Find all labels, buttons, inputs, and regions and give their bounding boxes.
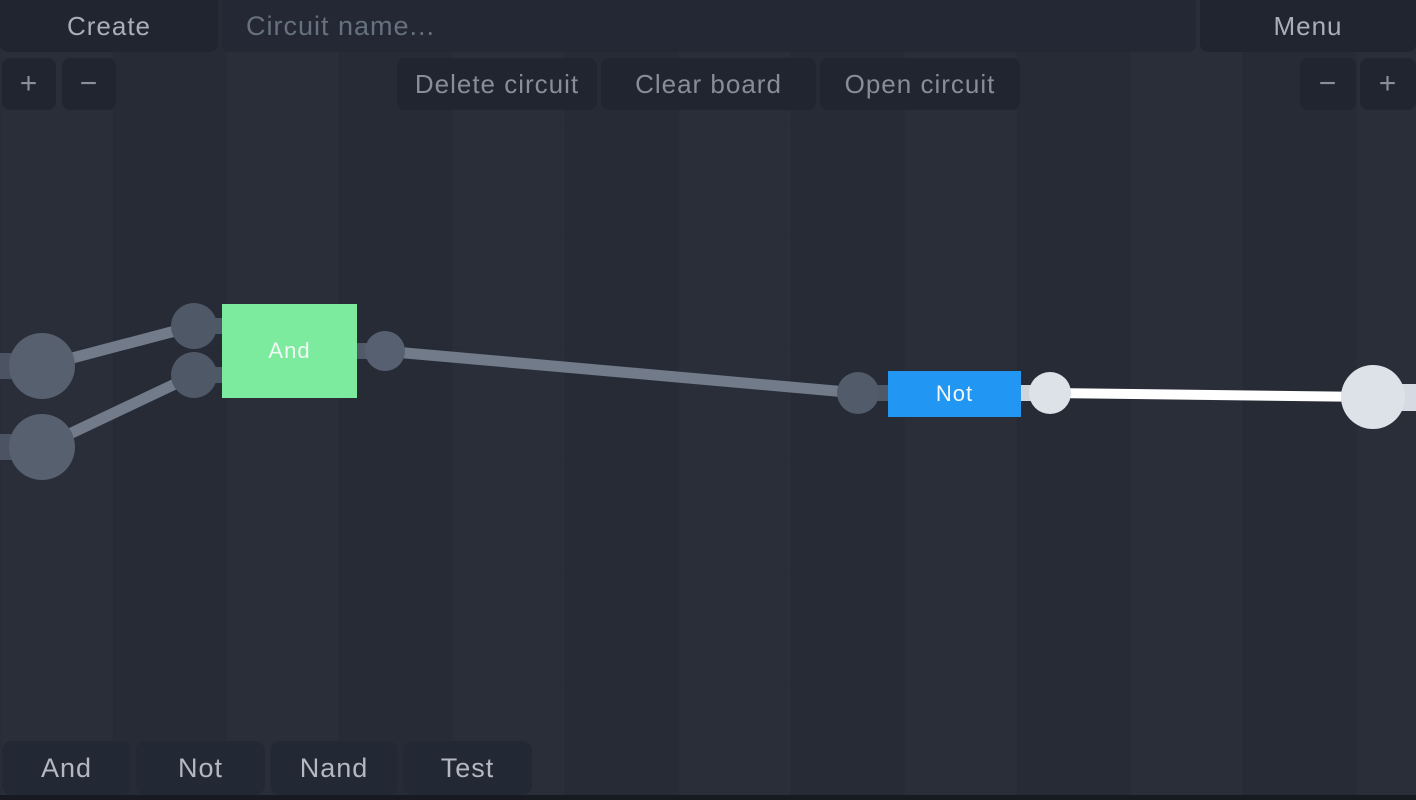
input-switch-2[interactable] — [9, 414, 75, 480]
gate-and[interactable]: And — [222, 304, 357, 398]
gate-not-label: Not — [935, 381, 974, 406]
open-circuit-button[interactable]: Open circuit — [820, 58, 1020, 110]
and-output-node[interactable] — [365, 331, 405, 371]
circuit-name-input[interactable] — [222, 0, 1196, 52]
menu-button[interactable]: Menu — [1200, 0, 1416, 52]
and-input-node-a[interactable] — [171, 303, 217, 349]
gate-not[interactable]: Not — [888, 371, 1021, 417]
create-button[interactable]: Create — [0, 0, 218, 52]
and-input-node-b[interactable] — [171, 352, 217, 398]
gate-and-label: And — [268, 338, 311, 363]
input-switch-1[interactable] — [9, 333, 75, 399]
palette-item-nand[interactable]: Nand — [270, 741, 398, 795]
zoom-out-button-right[interactable]: − — [1300, 58, 1356, 110]
not-output-node[interactable] — [1029, 372, 1071, 414]
wire-and-to-not[interactable] — [382, 345, 859, 399]
zoom-out-button-left[interactable]: − — [62, 58, 116, 110]
bottom-edge-strip — [0, 795, 1416, 800]
not-input-node[interactable] — [837, 372, 879, 414]
delete-circuit-button[interactable]: Delete circuit — [397, 58, 597, 110]
zoom-in-button-right[interactable]: + — [1360, 58, 1416, 110]
palette-item-and[interactable]: And — [2, 741, 131, 795]
palette-item-test[interactable]: Test — [403, 741, 532, 795]
output-lamp-node[interactable] — [1341, 365, 1405, 429]
clear-board-button[interactable]: Clear board — [601, 58, 816, 110]
wire-not-to-output[interactable] — [1049, 388, 1374, 402]
zoom-in-button-left[interactable]: + — [2, 58, 56, 110]
palette-item-not[interactable]: Not — [136, 741, 265, 795]
